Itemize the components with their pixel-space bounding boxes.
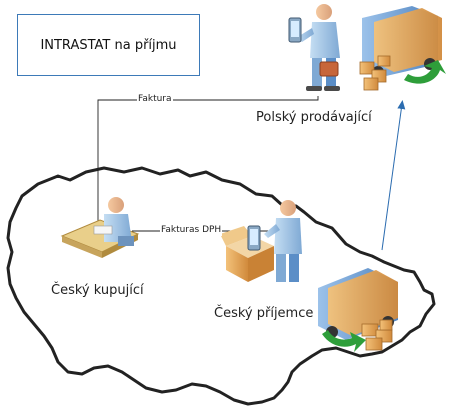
truck-icon [362, 6, 442, 78]
map-outline [6, 166, 436, 406]
desk-worker-icon [60, 197, 140, 258]
receiver-green-arrow-icon [322, 330, 366, 352]
invoice-connector [97, 96, 319, 222]
diagram-title: INTRASTAT na příjmu [40, 37, 177, 53]
green-arrow-icon [404, 60, 446, 84]
invoice-label: Faktura [137, 94, 173, 105]
vat-invoice-label: Fakturas DPH [160, 225, 223, 236]
receiver-truck-icon [318, 268, 398, 340]
receiver-boxes-icon [361, 319, 393, 351]
receiver-person-icon [264, 200, 302, 282]
goods-flow-arrow [381, 100, 406, 251]
title-box: INTRASTAT na příjmu [17, 14, 200, 76]
person-with-tablet-icon [288, 4, 340, 91]
boxes-icon [359, 55, 391, 91]
buyer-label: Český kupující [51, 283, 144, 298]
seller-label: Polský prodávající [256, 110, 372, 125]
receiver-label: Český příjemce [214, 306, 314, 321]
open-box-icon [220, 225, 274, 282]
